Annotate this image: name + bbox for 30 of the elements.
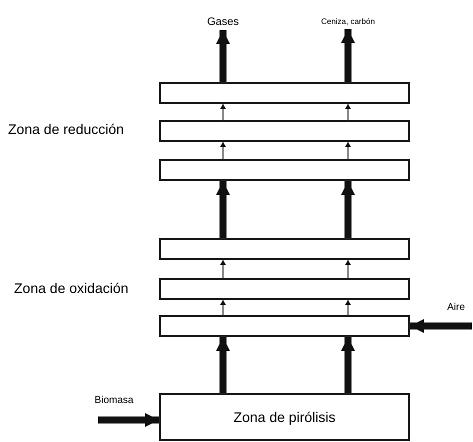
arrow [98,413,159,427]
zone-label: Zona de oxidación [14,281,128,295]
arrow [345,300,351,316]
arrow [216,337,230,393]
arrow [345,104,351,120]
arrow [220,104,226,120]
arrow [220,142,226,160]
node-label: Zona de pirólisis [234,410,336,424]
arrow [216,181,230,238]
zone-bar [159,82,410,104]
node-label: Biomasa [94,396,134,406]
node-label: Gases [207,16,239,28]
zone-box [159,393,410,441]
arrow [220,300,226,316]
node-label: Ceniza, carbón [321,18,375,26]
arrow [341,337,355,393]
arrow [410,319,472,333]
zone-label: Zona de reducción [8,122,124,136]
arrow [341,29,355,82]
arrow [220,260,226,278]
zone-bar [159,159,410,181]
zone-bar [159,278,410,300]
zone-bar [159,315,410,337]
arrow [341,181,355,238]
node-label: Aire [447,303,465,313]
arrow [216,30,230,82]
zone-bar [159,120,410,142]
arrow [345,142,351,160]
zone-bar [159,238,410,260]
arrow [345,260,351,278]
